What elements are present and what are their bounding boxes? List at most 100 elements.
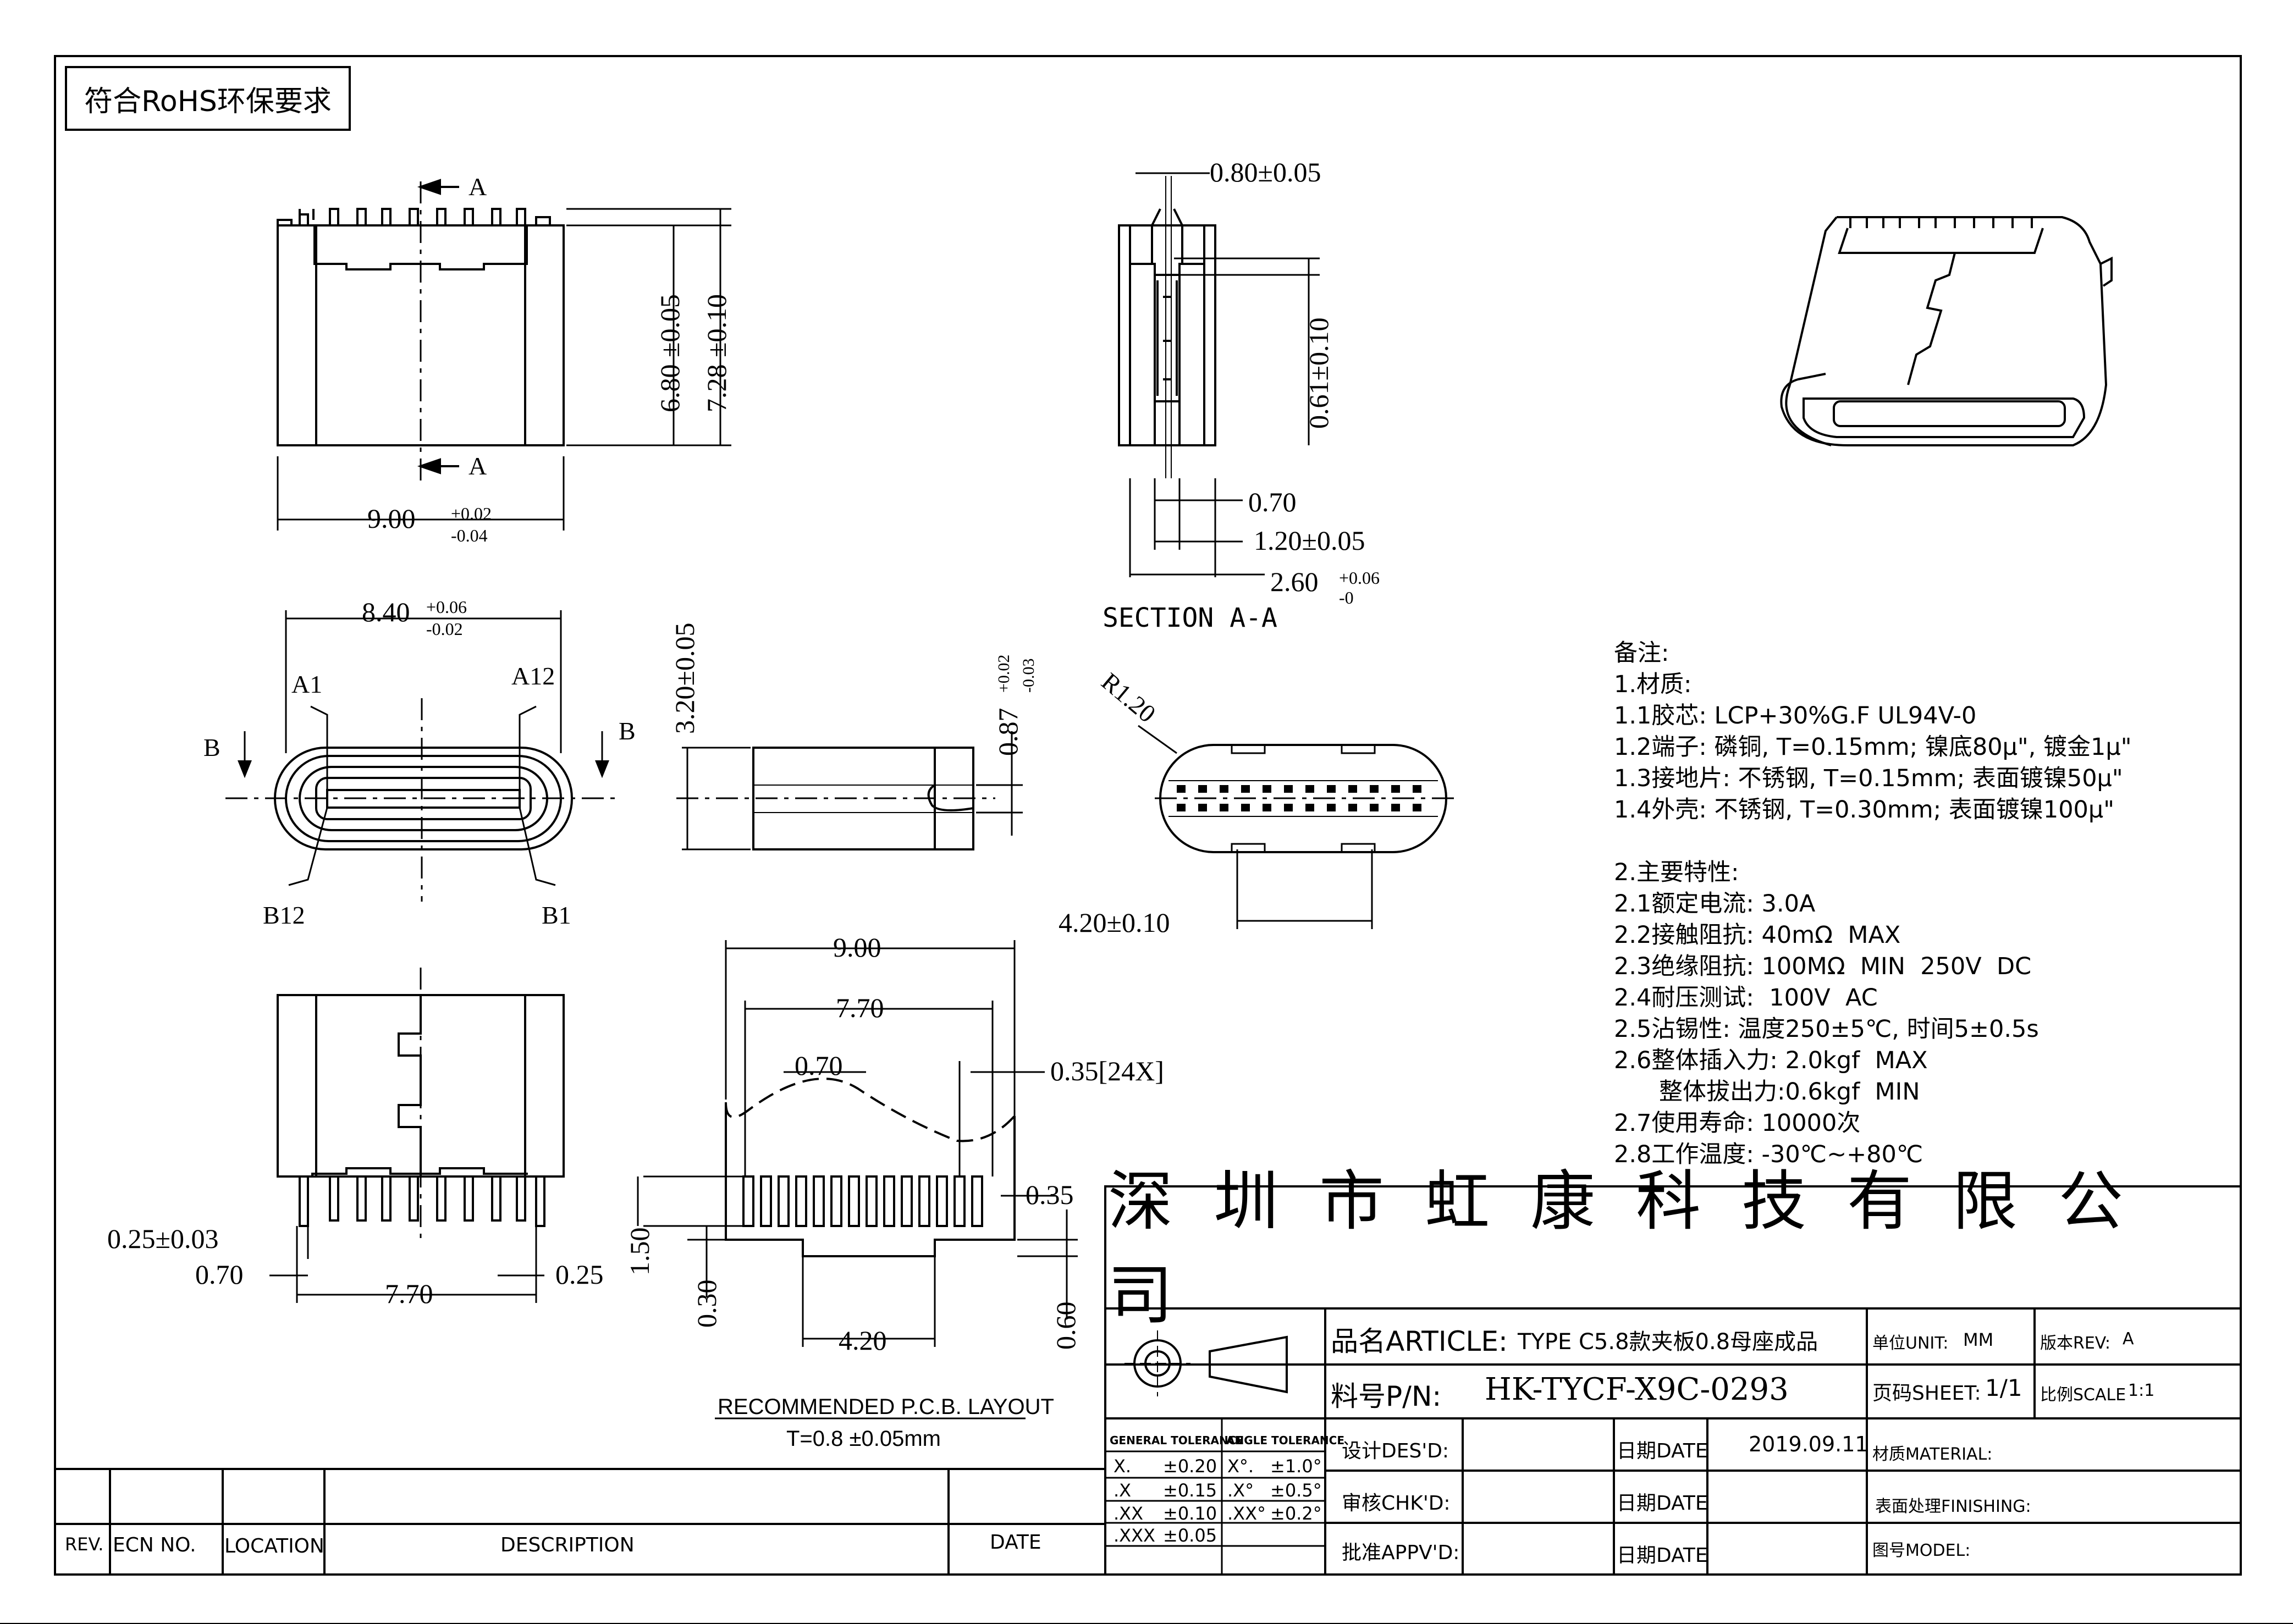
notes-spec-6: 2.6整体插入力: 2.0kgf MAX [1614,1047,1928,1074]
contact-pad [1284,804,1293,811]
pcb-dim-7-70: 7.70 [836,992,884,1023]
side-dim-tol-minus: -0.03 [1019,659,1038,693]
side-dim-tol-plus: +0.02 [995,655,1013,693]
rev-header: REV. [65,1534,104,1555]
notes-spec-1: 2.1额定电流: 3.0A [1614,890,1816,918]
bottom-dim-0-25: 0.25 [555,1259,604,1290]
pcb-pad [953,1175,966,1227]
pcb-dim-0-70: 0.70 [795,1050,843,1081]
contact-pad [1348,804,1357,811]
tol-a-0: X°. [1227,1456,1254,1477]
front-height-2: 7.28 ±0.10 [701,294,732,412]
des-label: 设计DES'D: [1342,1440,1449,1462]
section-dim-2-60-tol-plus: +0.06 [1339,568,1380,588]
contact-pad [1241,804,1250,811]
bottom-dim-7-70: 7.70 [385,1278,433,1309]
tol-a-2: .XX° [1227,1503,1266,1524]
tol-a-1: .X° [1227,1480,1254,1501]
notes-panel: 备注: 1.材质: 1.1胶芯: LCP+30%G.F UL94V-0 1.2端… [1614,638,2191,1170]
contact-pad [1220,785,1228,793]
tol-av-1: ±0.5° [1270,1480,1322,1501]
pin-label-b12: B12 [263,901,305,929]
rev-label: 版本REV: [2040,1334,2110,1353]
contact-pad [1305,785,1314,793]
pcb-pad [778,1175,790,1227]
model-label: 图号MODEL: [1872,1541,1971,1560]
section-dim-0-80: 0.80±0.05 [1210,157,1321,187]
contact-pad [1284,785,1293,793]
section-mark-a-top: A [468,173,487,201]
contact-pad [1413,804,1421,811]
contact-pad [1177,804,1186,811]
article-label: 品名ARTICLE: [1331,1325,1508,1357]
description-header: DESCRIPTION [500,1534,635,1556]
end-width-tol-minus: -0.02 [426,619,463,639]
general-tolerance-header: GENERAL TOLERANCE [1110,1434,1244,1447]
pcb-dim-0-30: 0.30 [691,1280,722,1328]
front-width-label: 9.00 [367,503,416,534]
tol-av-0: ±1.0° [1270,1456,1322,1477]
contact-pad [1263,785,1271,793]
pcb-pad [901,1175,913,1227]
notes-spec-title: 2.主要特性: [1614,859,1739,886]
notes-spec-2: 2.2接触阻抗: 40mΩ MAX [1614,921,1901,949]
company-name: 深圳市虹康科技有限公司 [1108,1163,2164,1333]
pin-label-a1: A1 [291,670,322,698]
material-label: 材质MATERIAL: [1872,1445,1993,1464]
contact-pads [1177,785,1421,811]
pin-label-a12: A12 [511,662,555,690]
pcb-pad [866,1175,878,1227]
contact-pad [1220,804,1228,811]
front-width-tol-minus: -0.04 [451,526,488,545]
contact-pad [1391,785,1400,793]
section-mark-a-bottom: A [468,452,487,480]
pcb-dim-4-20: 4.20 [839,1325,887,1356]
pcb-dim-1-50: 1.50 [624,1228,655,1276]
contact-pad [1413,785,1421,793]
section-mark-b-left: B [203,733,221,761]
pcb-pad [883,1175,895,1227]
contact-pad [1241,785,1250,793]
pcb-dim-0-35: 0.35 [1026,1179,1074,1210]
pin-label-b1: B1 [542,901,571,929]
pcb-pad [936,1175,948,1227]
notes-spec-8: 2.7使用寿命: 10000次 [1614,1109,1861,1137]
contact-pad [1391,804,1400,811]
pcb-dim-9-00: 9.00 [833,932,881,963]
contact-pad [1263,804,1271,811]
section-title: SECTION A-A [1103,603,1277,633]
end-view [225,610,616,902]
title-block-logo [1125,1330,1288,1396]
pn-value: HK-TYCF-X9C-0293 [1485,1372,1789,1407]
contact-radius: R1.20 [1096,667,1161,728]
section-dim-2-60: 2.60 [1270,566,1319,597]
bottom-dim-0-25-tol: 0.25±0.03 [107,1223,218,1254]
contact-pad [1370,804,1379,811]
contact-face-view [1138,725,1454,929]
ecn-header: ECN NO. [113,1534,196,1556]
contact-pad [1198,804,1207,811]
notes-header: 备注: [1614,639,1669,667]
notes-material-3: 1.3接地片: 不锈钢, T=0.15mm; 表面镀镍50μ" [1614,765,2123,792]
pcb-pad [813,1175,825,1227]
notes-material-2: 1.2端子: 磷铜, T=0.15mm; 镍底80μ", 镀金1μ" [1614,733,2132,761]
notes-spec-4: 2.4耐压测试: 100V AC [1614,984,1878,1012]
notes-material-title: 1.材质: [1614,671,1692,698]
scale-label: 比例SCALE [2040,1385,2126,1405]
tol-gv-3: ±0.05 [1163,1525,1217,1546]
pcb-title: RECOMMENDED P.C.B. LAYOUT [718,1395,1054,1419]
date-header: DATE [990,1531,1041,1554]
location-header: LOCATION [224,1535,324,1557]
tol-gv-2: ±0.10 [1163,1503,1217,1524]
pcb-pad [918,1175,930,1227]
side-dim-0-87: 0.87 [993,708,1023,756]
end-width: 8.40 [362,596,410,627]
sheet-value: 1/1 [1985,1374,2022,1401]
section-dim-0-61: 0.61±0.10 [1303,318,1334,429]
notes-material-1: 1.1胶芯: LCP+30%G.F UL94V-0 [1614,702,1977,730]
pcb-pad [971,1175,983,1227]
section-dim-1-20: 1.20±0.05 [1254,525,1365,556]
bottom-dim-0-70: 0.70 [195,1259,244,1290]
date-label-1: 日期DATE [1617,1440,1708,1462]
